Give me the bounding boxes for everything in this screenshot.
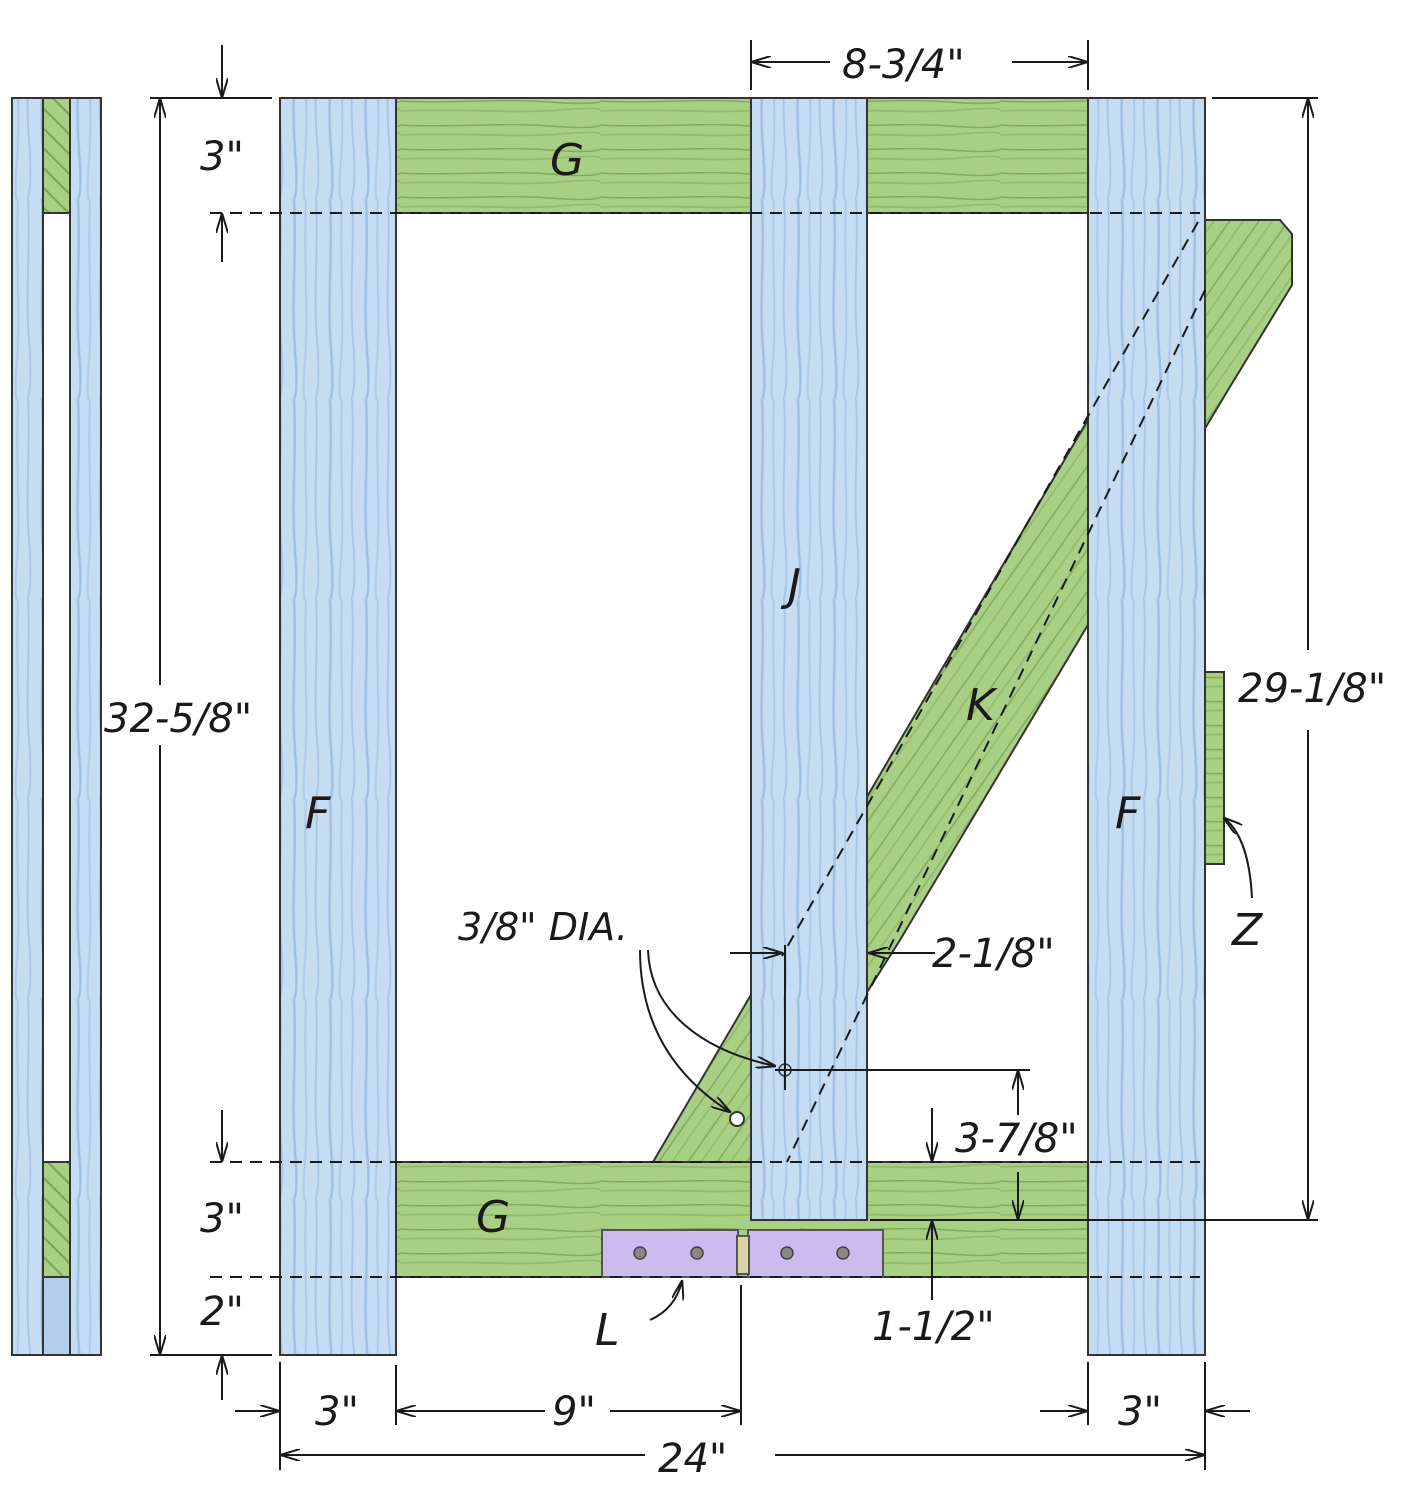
dim-hole-height: 3-7/8"	[955, 1116, 1078, 1162]
dim-overall-width: 24"	[658, 1436, 727, 1482]
label-leg-f-right: F	[1115, 788, 1141, 839]
side-rail-bottom	[42, 1161, 71, 1278]
hinge-screw	[780, 1246, 794, 1260]
upright-j	[750, 97, 868, 1221]
hole-open	[729, 1111, 745, 1127]
label-hinge-l: L	[595, 1305, 620, 1356]
dim-hinge-spacing: 9"	[552, 1389, 596, 1435]
hinge-screw	[836, 1246, 850, 1260]
side-view	[11, 97, 102, 1356]
hidden-lines	[210, 212, 1206, 1278]
side-gap-bottom	[42, 1276, 71, 1356]
dim-overall-height: 32-5/8"	[104, 696, 252, 742]
hinge-l	[601, 1229, 884, 1278]
leg-f-left	[279, 97, 397, 1356]
label-brace-k: K	[966, 680, 998, 731]
dim-top-spacing: 8-3/4"	[842, 42, 965, 88]
dim-right-leg-width: 3"	[1118, 1389, 1162, 1435]
dim-bottom-rail-height: 3"	[200, 1196, 244, 1242]
dim-inner-height: 29-1/8"	[1238, 666, 1386, 712]
hinge-knuckle	[736, 1235, 750, 1275]
cleat-z	[1204, 671, 1225, 865]
label-rail-g-top: G	[550, 135, 584, 186]
dim-hole-diameter: 3/8" DIA.	[458, 905, 628, 949]
label-rail-g-bottom: G	[476, 1192, 510, 1243]
side-leg-back	[11, 97, 44, 1356]
hinge-screw	[633, 1246, 647, 1260]
hinge-leaf-right	[747, 1229, 884, 1278]
label-leg-f-left: F	[305, 788, 331, 839]
label-cleat-z: Z	[1231, 905, 1263, 956]
side-rail-top	[42, 97, 71, 214]
dim-hinge-offset: 1-1/2"	[872, 1304, 995, 1350]
dim-top-rail-height: 3"	[200, 134, 244, 180]
hinge-screw	[690, 1246, 704, 1260]
dim-left-leg-width: 3"	[315, 1389, 359, 1435]
dimension-lines	[150, 40, 1318, 1470]
rail-g-top	[395, 97, 1089, 214]
leg-f-right	[1087, 97, 1206, 1356]
side-leg-front	[69, 97, 102, 1356]
dim-leg-extension: 2"	[200, 1289, 244, 1335]
dim-brace-offset: 2-1/8"	[932, 931, 1055, 977]
hinge-leaf-left	[601, 1229, 739, 1278]
